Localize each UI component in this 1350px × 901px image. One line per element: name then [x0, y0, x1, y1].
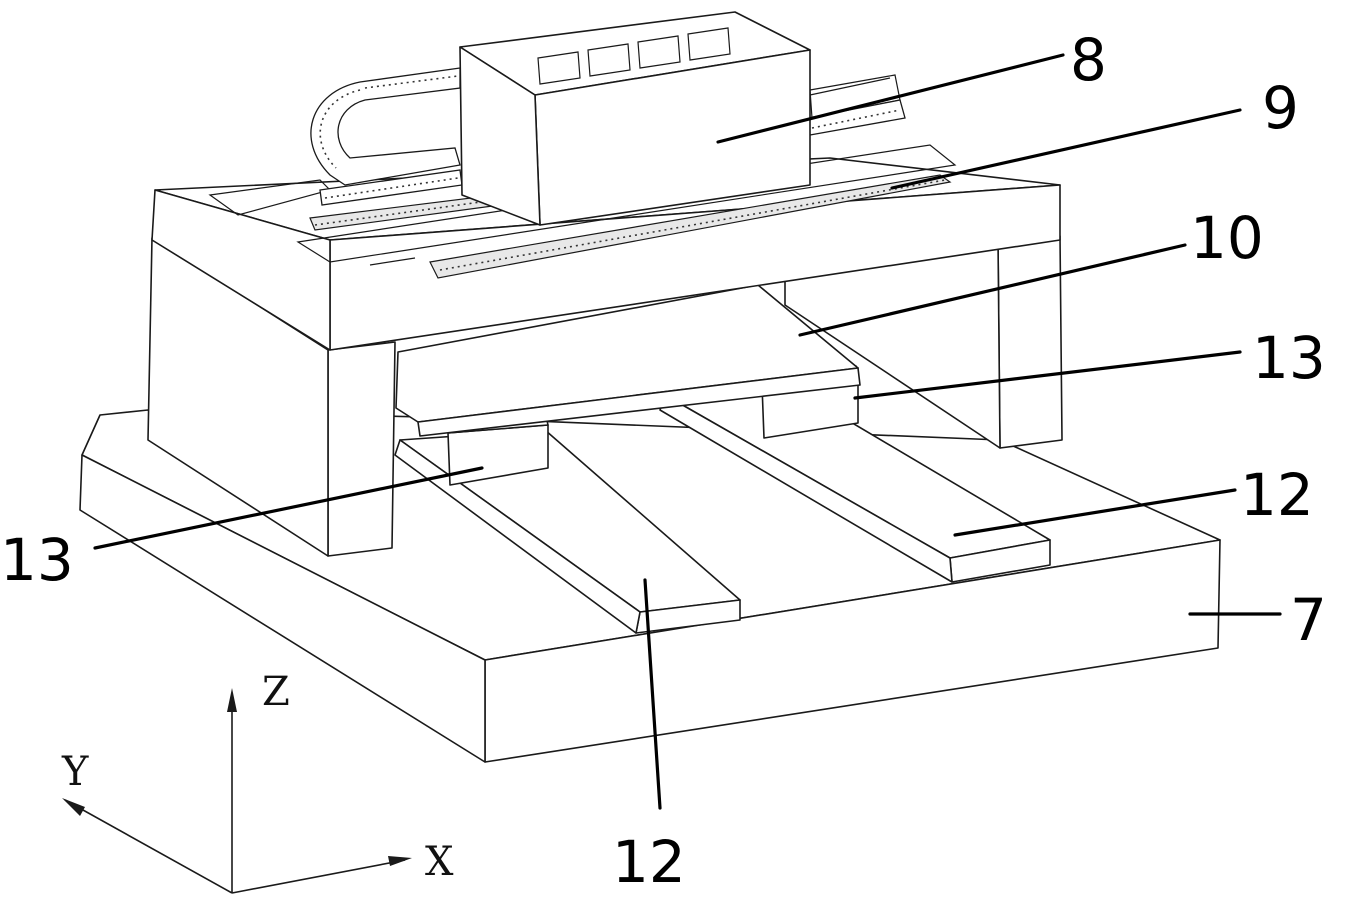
- y-axis-label: Y: [61, 749, 89, 795]
- z-axis-label: Z: [262, 669, 290, 715]
- x-axis-arrow: [388, 856, 412, 866]
- cable-chain-right: [808, 100, 905, 135]
- leader-9: [892, 110, 1240, 188]
- z-axis-arrow: [227, 688, 237, 712]
- callout-13-left: 13: [0, 526, 74, 594]
- y-axis-arrow: [62, 798, 85, 816]
- callout-9: 9: [1262, 74, 1299, 142]
- x-axis-line: [232, 860, 405, 893]
- cable-chain-loop: [311, 68, 460, 185]
- gantry-right-leg-front: [998, 236, 1062, 448]
- callout-8: 8: [1070, 26, 1107, 94]
- print-head-unit: [460, 12, 810, 225]
- gantry-left-leg-front: [328, 342, 395, 556]
- callout-13-right: 13: [1252, 324, 1326, 392]
- callout-7: 7: [1290, 586, 1327, 654]
- callout-12-right: 12: [1240, 461, 1314, 529]
- x-axis-label: X: [425, 839, 454, 885]
- rear-rail-edge: [810, 78, 890, 95]
- callout-12-bottom: 12: [612, 828, 686, 896]
- callout-10: 10: [1190, 204, 1264, 272]
- y-axis-line: [65, 800, 232, 893]
